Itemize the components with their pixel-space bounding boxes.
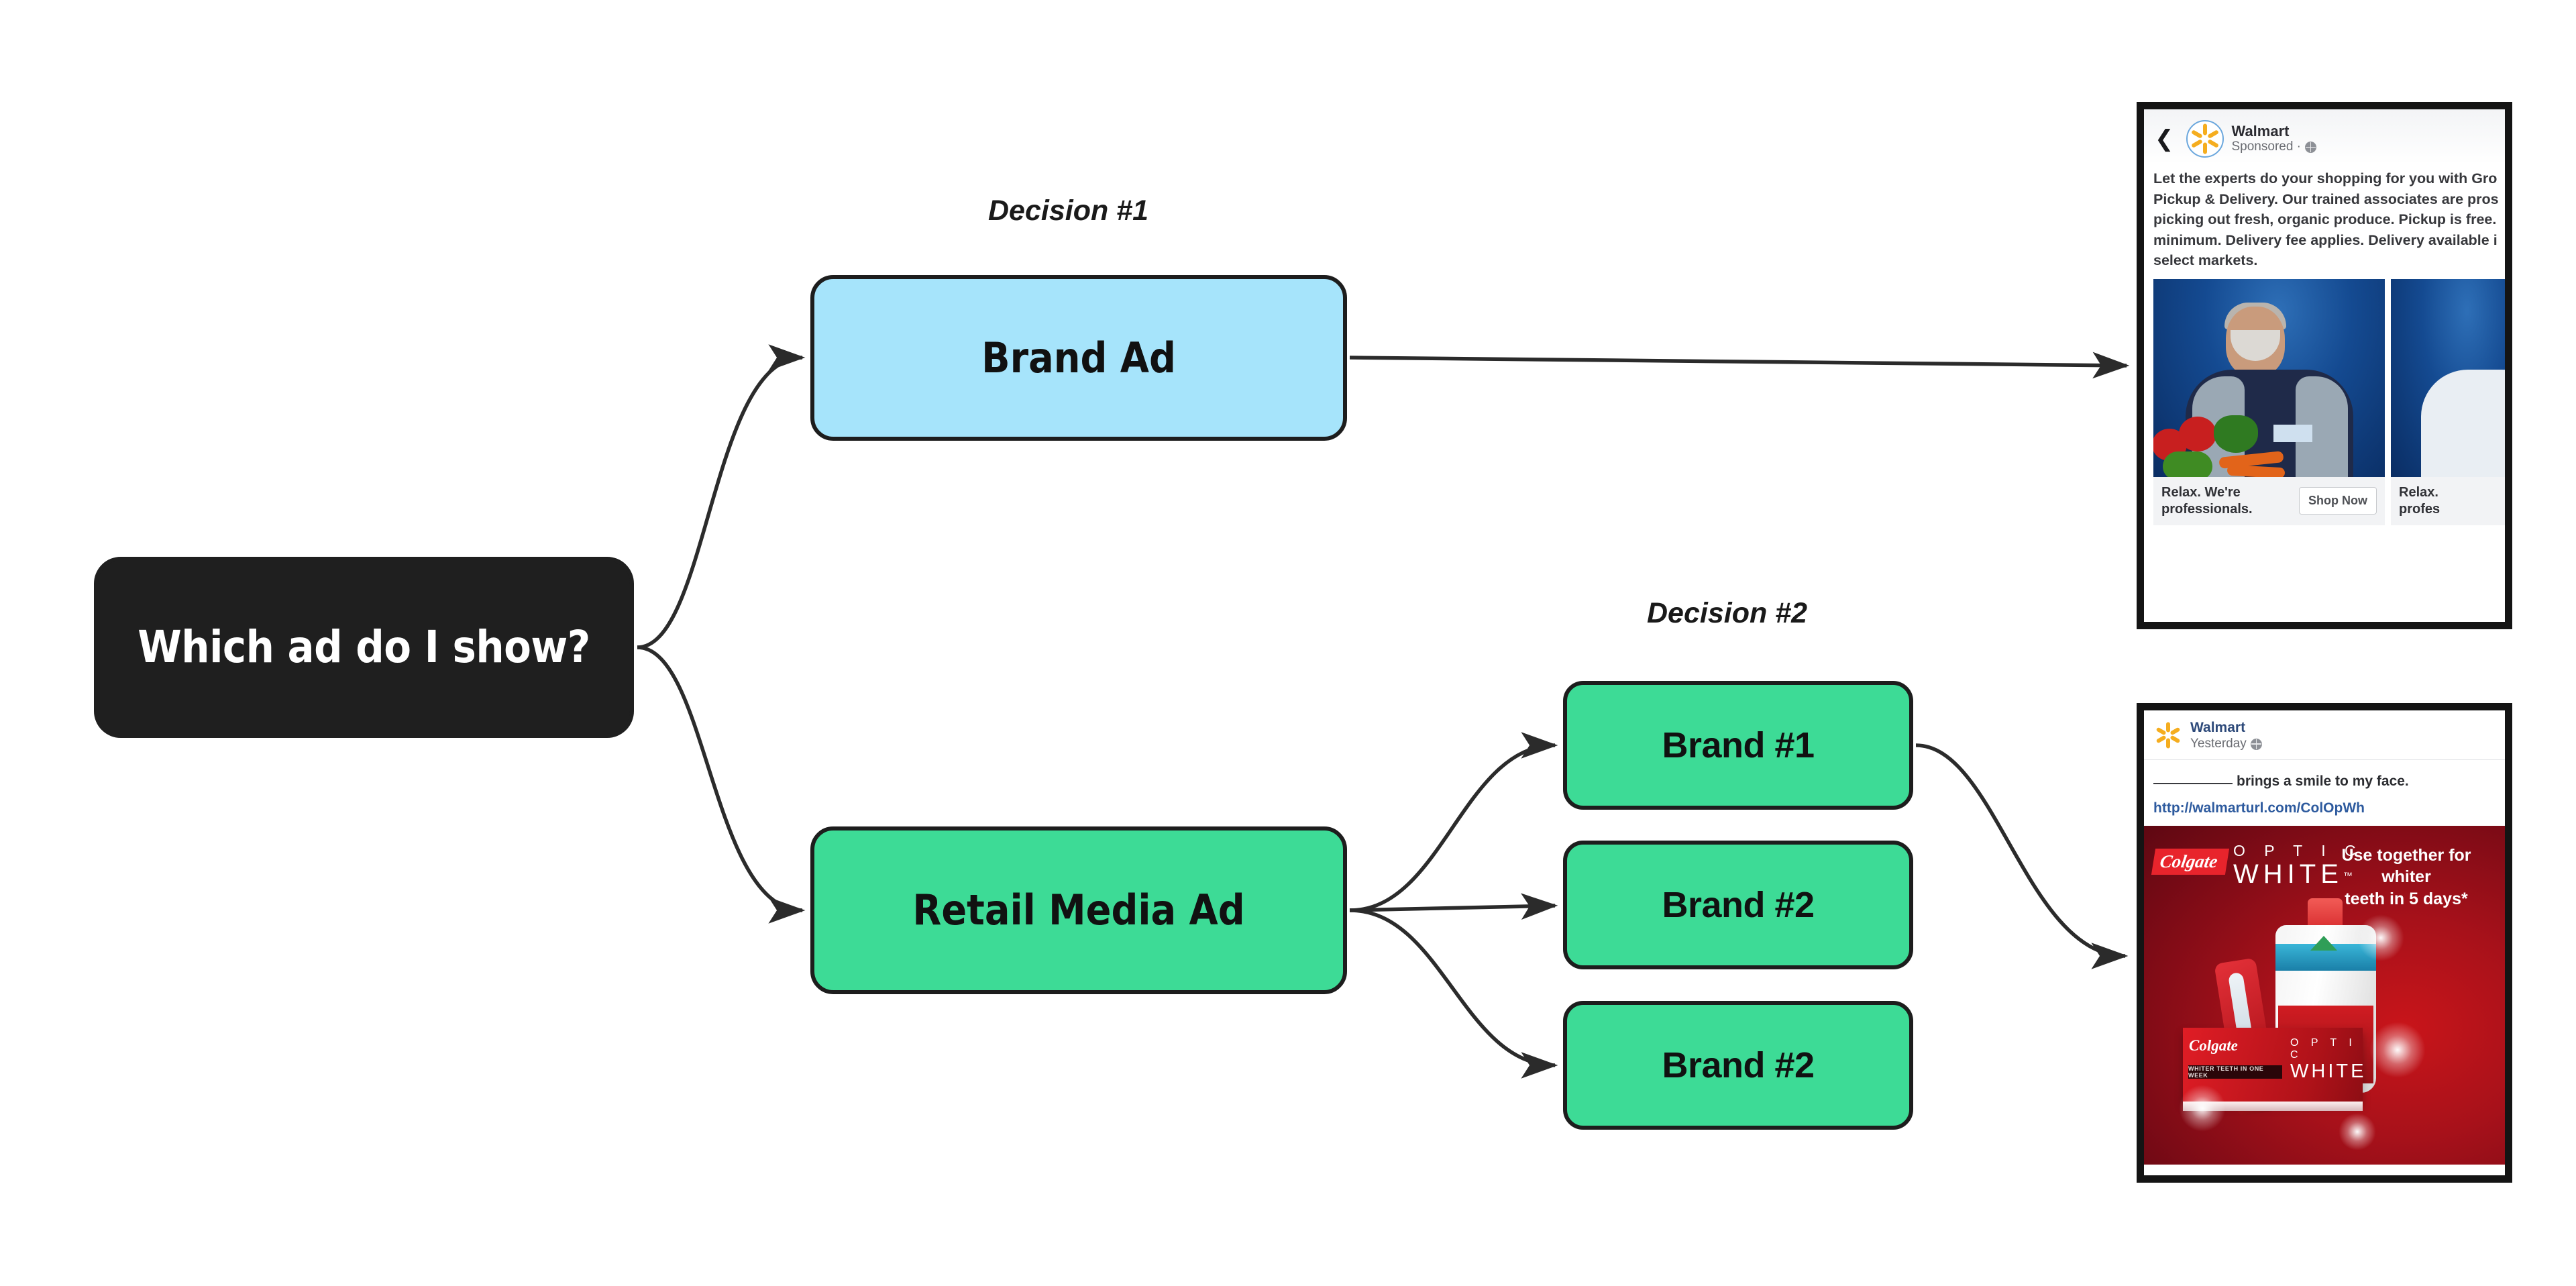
caption-line-1: Relax. We're (2161, 484, 2241, 500)
caption-decision-2: Decision #2 (1647, 597, 1807, 629)
colgate-walmart-post-card: Walmart Yesterday brings a smile to my f… (2137, 703, 2512, 1183)
node-brand-2[interactable]: Brand #2 (1563, 841, 1913, 969)
caption-line-1: Relax. (2399, 484, 2438, 500)
carousel-card-2-photo (2391, 278, 2505, 477)
carton-base-highlight (2183, 1101, 2363, 1111)
edge-retail-to-brand-2 (1349, 893, 1558, 920)
colgate-post-copy-text: brings a smile to my face. (2237, 773, 2409, 789)
node-retail-media-ad[interactable]: Retail Media Ad (810, 826, 1347, 994)
carousel-card-2-caption: Relax. profes (2399, 484, 2440, 518)
walmart-ad-sponsored-label: Sponsored · (2231, 140, 2302, 154)
walmart-ad-body-text: Let the experts do your shopping for you… (2144, 164, 2505, 279)
sparkle-2 (2369, 1021, 2426, 1078)
optic-white-wordmark: O P T I C WHITE™ (2233, 842, 2363, 888)
walmart-ad-header: ❮ Walmart Sponsored · (2144, 109, 2505, 164)
tagline-line-1: Use together for whiter (2341, 845, 2471, 887)
colgate-brand-logo: Colgate (2151, 848, 2229, 875)
caption-line-2: profes (2399, 501, 2440, 517)
root-node-label: Which ad do I show? (138, 621, 590, 674)
colgate-post-link[interactable]: http://walmarturl.com/ColOpWh (2153, 800, 2365, 816)
walmart-ad-carousel[interactable]: Relax. We're professionals. Shop Now Rel… (2144, 278, 2505, 525)
walmart-spark-icon (2186, 120, 2224, 158)
globe-icon (2250, 738, 2262, 750)
node-brand-2-label: Brand #2 (1662, 884, 1815, 925)
carousel-card-1-caption: Relax. We're professionals. (2161, 484, 2253, 518)
carton-optic-word: O P T I C (2290, 1036, 2357, 1061)
node-brand-3-label: Brand #2 (1662, 1044, 1815, 1085)
white-word: WHITE™ (2233, 860, 2363, 888)
walmart-spark-icon (2153, 720, 2183, 750)
walmart-ad-body-line: Pickup & Delivery. Our trained associate… (2153, 191, 2499, 207)
carousel-card-1[interactable]: Relax. We're professionals. Shop Now (2153, 278, 2385, 525)
node-retail-media-ad-label: Retail Media Ad (912, 886, 1245, 935)
colgate-tagline: Use together for whiter teeth in 5 days* (2322, 845, 2490, 910)
caption-line-2: professionals. (2161, 501, 2253, 517)
walmart-ad-meta: Sponsored · (2232, 140, 2317, 155)
associate-2-coat (2421, 369, 2505, 477)
carousel-card-1-photo (2153, 278, 2385, 477)
colgate-post-timestamp: Yesterday (2190, 737, 2247, 751)
chevron-left-icon[interactable]: ❮ (2155, 126, 2174, 152)
node-brand-1-label: Brand #1 (1662, 725, 1815, 765)
white-word-text: WHITE (2233, 859, 2343, 889)
edge-retail-to-brand-3 (1349, 908, 1558, 1079)
carton-white-word: WHITE (2290, 1060, 2367, 1082)
toothpaste-carton: Colgate WHITER TEETH IN ONE WEEK O P T I… (2183, 1027, 2366, 1103)
colgate-post-copy: brings a smile to my face. (2144, 760, 2505, 794)
carousel-card-2-cta-row: Relax. profes (2391, 476, 2505, 525)
carton-colgate-logo: Colgate (2189, 1036, 2238, 1054)
edge-root-to-retail-media-ad (637, 645, 806, 924)
produce-bundle (2153, 410, 2317, 477)
walmart-ad-body-line: select markets. (2153, 252, 2258, 269)
colgate-creative-image: Colgate O P T I C WHITE™ Use together fo… (2144, 825, 2505, 1165)
carton-optic-white-wordmark: O P T I C WHITE (2290, 1037, 2366, 1081)
walmart-sponsored-ad-card: ❮ Walmart Sponsored · Let the experts do… (2137, 102, 2512, 629)
carousel-card-1-cta-row: Relax. We're professionals. Shop Now (2153, 476, 2385, 525)
colgate-post-page-name: Walmart (2190, 720, 2246, 735)
edge-retail-to-brand-1 (1349, 732, 1558, 912)
node-brand-ad[interactable]: Brand Ad (810, 275, 1347, 441)
walmart-ad-identity: Walmart Sponsored · (2232, 123, 2317, 155)
walmart-page-name: Walmart (2231, 122, 2290, 140)
globe-icon (2305, 142, 2317, 154)
walmart-ad-body-line: minimum. Delivery fee applies. Delivery … (2153, 231, 2498, 248)
sparkle-4 (2339, 1112, 2376, 1150)
edge-root-to-brand-ad (637, 344, 806, 649)
shop-now-button[interactable]: Shop Now (2299, 487, 2377, 515)
colgate-post-meta: Yesterday (2190, 736, 2262, 752)
walmart-ad-body-line: Let the experts do your shopping for you… (2153, 170, 2498, 186)
node-brand-ad-label: Brand Ad (981, 333, 1176, 382)
walmart-ad-body-line: picking out fresh, organic produce. Pick… (2153, 211, 2497, 228)
colgate-post-header: Walmart Yesterday (2144, 710, 2505, 760)
node-brand-1[interactable]: Brand #1 (1563, 681, 1913, 810)
optic-word: O P T I C (2233, 841, 2363, 859)
mouthwash-bottle-band (2275, 935, 2376, 971)
tagline-line-2: teeth in 5 days* (2345, 889, 2468, 908)
carousel-card-2[interactable]: Relax. profes (2391, 278, 2505, 525)
edge-brand-1-to-colgate-ad (1915, 743, 2129, 969)
associate-name-badge (2273, 424, 2313, 442)
carton-claim-strip: WHITER TEETH IN ONE WEEK (2188, 1065, 2282, 1079)
node-brand-3[interactable]: Brand #2 (1563, 1001, 1913, 1130)
colgate-post-identity: Walmart Yesterday (2190, 719, 2262, 752)
fill-in-the-blank-underline (2153, 782, 2233, 784)
edge-brand-ad-to-walmart-ad (1349, 352, 2130, 379)
root-node-question[interactable]: Which ad do I show? (94, 557, 634, 738)
caption-decision-1: Decision #1 (988, 195, 1148, 227)
trademark-symbol: ™ (2343, 869, 2353, 881)
